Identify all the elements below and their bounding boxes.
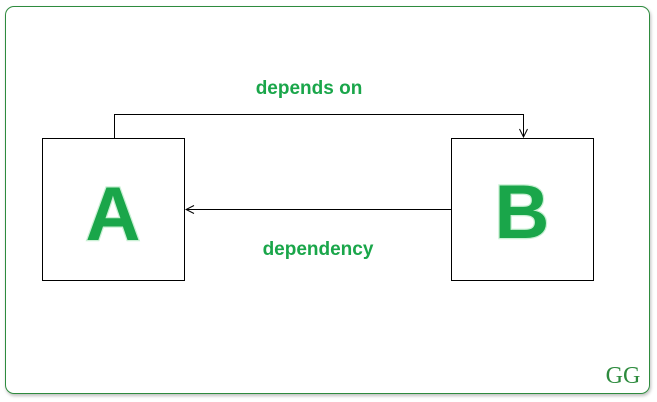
gfg-logo: GG	[606, 363, 641, 389]
depends-on-arrow	[114, 114, 524, 138]
node-b-box	[451, 138, 594, 281]
dependency-label: dependency	[263, 239, 374, 260]
diagram-frame	[5, 6, 650, 394]
node-b-label: B	[495, 170, 550, 255]
depends-on-label: depends on	[256, 78, 363, 99]
node-a-box	[42, 138, 185, 281]
node-a-label: A	[86, 172, 141, 257]
